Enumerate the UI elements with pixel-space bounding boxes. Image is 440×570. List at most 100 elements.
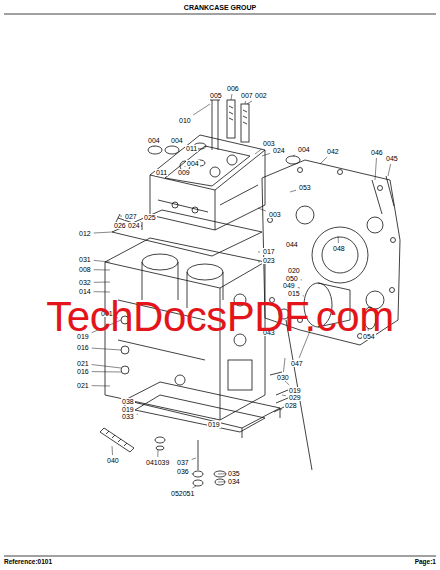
callout-number: 037 — [176, 459, 190, 466]
leader-line — [214, 418, 215, 419]
callout-number: 044 — [285, 241, 299, 248]
leader-line — [218, 481, 225, 482]
leader-line — [94, 269, 110, 270]
callout-number: 033 — [121, 413, 135, 420]
leader-line — [231, 94, 233, 100]
leader-line — [280, 409, 282, 411]
leader-line — [94, 232, 112, 233]
callout-number: 040 — [106, 457, 120, 464]
leader-line — [94, 291, 110, 292]
callout-number: 012 — [78, 230, 92, 237]
leader-line — [112, 446, 114, 455]
callout-number: 053 — [298, 184, 312, 191]
leader-line — [245, 101, 247, 104]
callout-number: 016 — [76, 344, 90, 351]
callout-number: 008 — [78, 266, 92, 273]
page-title: CRANKCASE GROUP — [184, 4, 256, 11]
leader-line — [94, 282, 110, 283]
leader-line — [258, 251, 260, 252]
callout-number: 034 — [227, 478, 241, 485]
leader-line — [94, 260, 110, 262]
leader-line — [388, 164, 391, 176]
reference-note: Reference:0101 — [4, 559, 52, 566]
callout-number: 046 — [370, 149, 384, 156]
callout-number: 024 — [272, 147, 286, 154]
callout-number: 020 — [287, 267, 301, 274]
callout-number: 036 — [176, 468, 190, 475]
leader-line — [338, 236, 339, 243]
callout-number: 047 — [290, 360, 304, 367]
leader-line — [255, 149, 262, 154]
callout-number: 029 — [288, 394, 302, 401]
callout-number: 019 — [288, 387, 302, 394]
leader-line — [137, 414, 138, 415]
leader-line — [258, 208, 266, 211]
leader-line — [92, 385, 110, 386]
leader-line — [153, 146, 154, 147]
leader-line — [262, 153, 270, 156]
leader-line — [120, 216, 122, 217]
callout-number: 021 — [76, 360, 90, 367]
leader-line — [320, 157, 327, 164]
callout-number: 026 — [113, 222, 127, 229]
leader-line — [283, 358, 285, 372]
leader-line — [375, 158, 376, 180]
callout-number: 023 — [262, 257, 276, 264]
leader-line — [192, 473, 193, 474]
callout-number: 031 — [78, 256, 92, 263]
leader-line — [192, 486, 196, 488]
leader-line — [192, 458, 196, 459]
page-number: Page:1 — [415, 559, 436, 566]
callout-number: 019 — [207, 421, 221, 428]
callout-number: 002 — [254, 92, 268, 99]
leader-line — [247, 101, 252, 104]
leader-line — [290, 190, 296, 192]
callout-number: 021 — [76, 382, 90, 389]
callout-number: 030 — [276, 374, 290, 381]
callout-number: 024 — [127, 222, 141, 229]
callout-number: 025 — [143, 214, 157, 221]
callout-number: 003 — [262, 140, 276, 147]
callout-number: 017 — [262, 248, 276, 255]
callout-number: 011 — [155, 169, 168, 176]
callout-number: 014 — [78, 288, 92, 295]
callout-number: 004 — [147, 137, 161, 144]
callout-number: 019 — [121, 406, 135, 413]
callout-number: 038 — [121, 398, 135, 405]
callout-number: 007 — [240, 92, 254, 99]
leader-line — [293, 155, 295, 156]
watermark: TechDocsPDF.com — [46, 296, 393, 338]
callout-number: 042 — [326, 148, 340, 155]
leader-line — [92, 365, 121, 368]
callout-number: 006 — [226, 85, 240, 92]
leader-line — [258, 261, 260, 262]
callout-number: 052051 — [170, 490, 195, 497]
callout-number: 027 — [124, 213, 138, 220]
leader-line — [282, 395, 286, 397]
callout-number: 045 — [385, 155, 399, 162]
callout-number: 011 — [185, 145, 198, 152]
leader-line — [218, 473, 225, 474]
leader-line — [301, 279, 302, 280]
callout-number: 004 — [170, 137, 184, 144]
callout-number: 032 — [78, 279, 92, 286]
callout-number: 010 — [178, 117, 192, 124]
callout-number: 050 — [285, 275, 299, 282]
callout-number: 004 — [186, 160, 200, 167]
callout-number: 004 — [297, 146, 311, 153]
callout-number: 035 — [227, 470, 241, 477]
callout-number: 028 — [284, 402, 298, 409]
leader-line — [92, 371, 121, 372]
callout-number: 009 — [177, 169, 191, 176]
leader-line — [193, 104, 210, 115]
leader-line — [298, 287, 300, 289]
callout-number: 005 — [209, 92, 223, 99]
leader-line — [157, 450, 158, 457]
callout-number: 049 — [282, 282, 296, 289]
callout-number: 041039 — [145, 459, 170, 466]
leader-line — [92, 348, 121, 350]
callout-number: 016 — [76, 368, 90, 375]
callout-number: 048 — [332, 245, 346, 252]
